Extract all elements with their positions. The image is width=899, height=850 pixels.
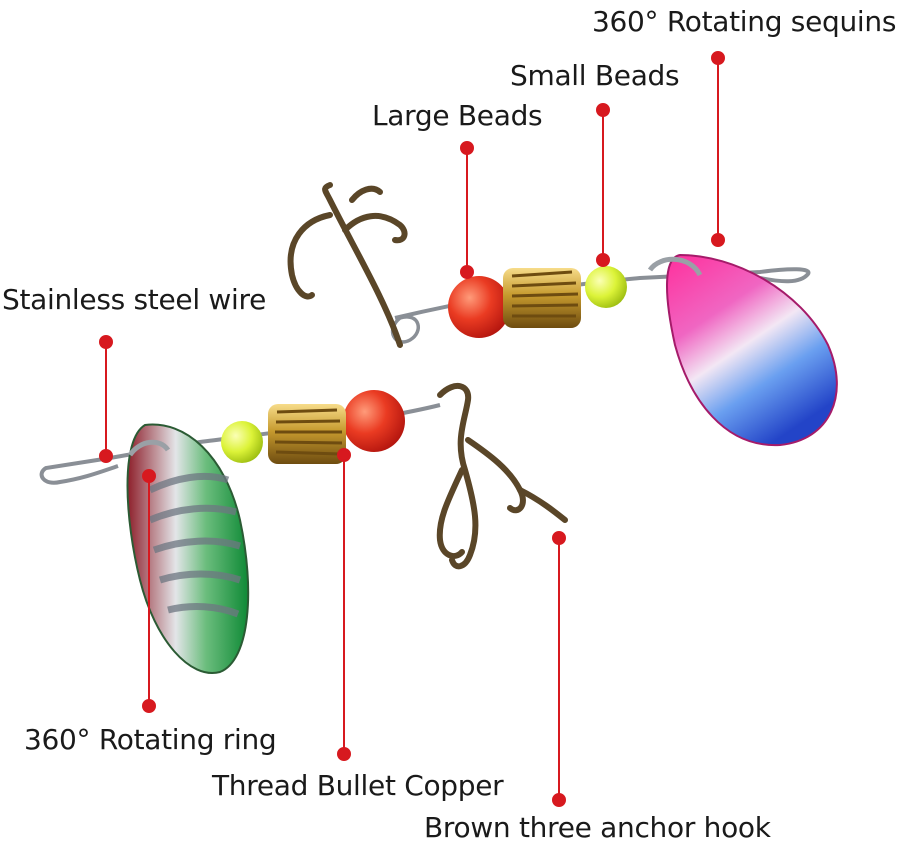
label-stainless-steel-wire: Stainless steel wire [2, 283, 267, 316]
callout-dot-sequins-top [711, 51, 725, 65]
upper-clevis [647, 256, 703, 277]
callout-dot-hook-bottom [552, 793, 566, 807]
label-small-beads: Small Beads [510, 59, 680, 92]
label-rotating-sequins: 360° Rotating sequins [592, 5, 897, 38]
label-thread-bullet-copper: Thread Bullet Copper [212, 769, 504, 802]
callout-dot-small-beads-bottom [596, 253, 610, 267]
label-rotating-ring: 360° Rotating ring [24, 723, 277, 756]
lower-copper-bullet [268, 404, 346, 464]
callout-dot-small-beads-top [596, 103, 610, 117]
label-large-beads: Large Beads [372, 99, 543, 132]
callouts [99, 51, 725, 807]
upper-hook [287, 182, 408, 348]
lower-spoon-stripes [148, 472, 242, 618]
lower-lure [39, 383, 568, 675]
callout-dot-hook-top [552, 531, 566, 545]
callout-dot-wire-bottom [99, 449, 113, 463]
upper-small-bead [585, 266, 627, 308]
upper-large-bead [448, 276, 510, 338]
callout-dot-ring-top [142, 469, 156, 483]
upper-spoon [666, 253, 838, 447]
callout-dot-ring-bottom [142, 699, 156, 713]
lower-spoon [126, 423, 250, 675]
callout-dot-large-beads-bottom [460, 265, 474, 279]
upper-lure [287, 182, 838, 447]
callout-dot-copper-top [337, 448, 351, 462]
callout-dot-copper-bottom [337, 747, 351, 761]
upper-copper-bullet [503, 268, 581, 328]
lower-clevis [127, 439, 171, 457]
lower-small-bead [221, 421, 263, 463]
lower-hook [436, 383, 568, 570]
callout-dot-wire-top [99, 335, 113, 349]
callout-dot-large-beads-top [460, 141, 474, 155]
lower-large-bead [343, 390, 405, 452]
callout-dot-sequins-bottom [711, 233, 725, 247]
label-brown-three-anchor-hook: Brown three anchor hook [424, 811, 771, 844]
